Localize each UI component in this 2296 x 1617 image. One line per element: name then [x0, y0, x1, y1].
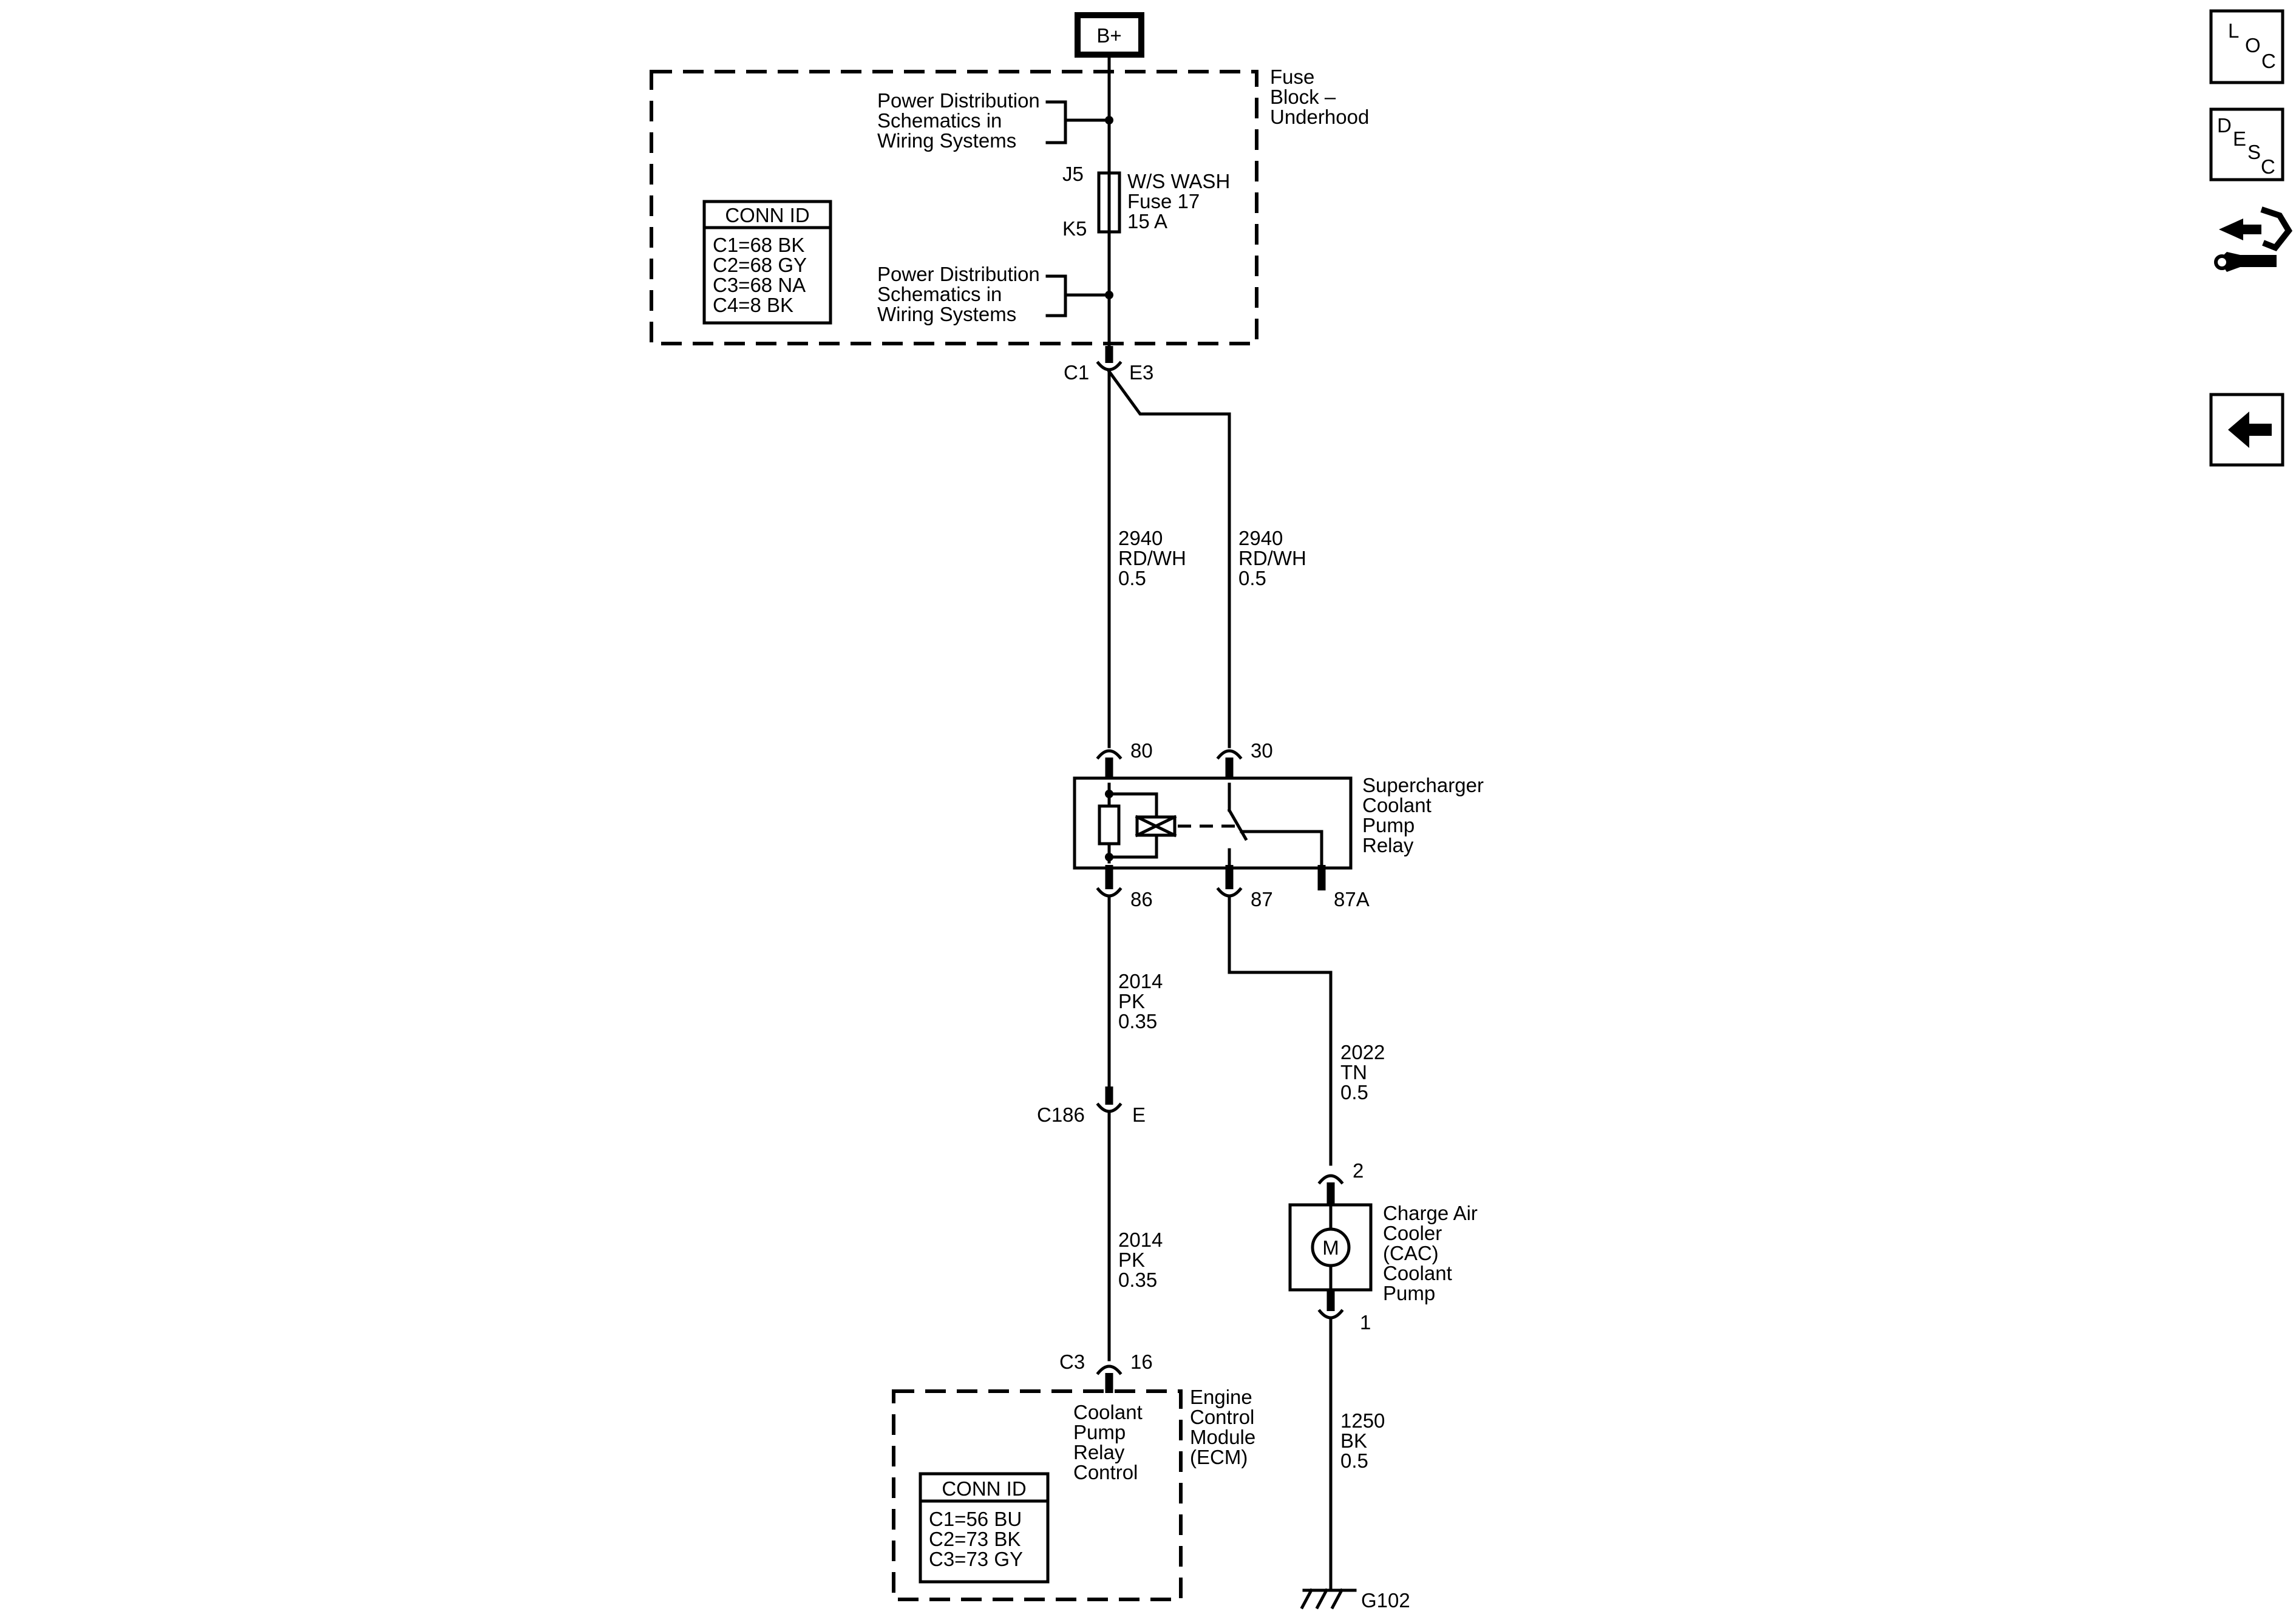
- power-distribution-ref-bottom: Power Distribution Schematics in Wiring …: [877, 263, 1045, 325]
- inline-connector-c186: C186 E: [1037, 1086, 1146, 1126]
- ecm-connector-c3: C3: [1059, 1351, 1085, 1373]
- b-plus-label: B+: [1096, 24, 1121, 47]
- relay-pin-80: 80: [1130, 739, 1153, 762]
- ecm-conn-id-table: CONN ID C1=56 BU C2=73 BK C3=73 GY: [919, 1472, 1050, 1584]
- fuse-ws-wash: J5 K5 W/S WASH Fuse 17 15 A: [1062, 163, 1235, 240]
- c186-pin-e: E: [1132, 1103, 1146, 1126]
- connector-view-icon[interactable]: [2214, 206, 2293, 272]
- back-arrow-icon: [2228, 412, 2272, 448]
- power-source-b-plus: B+: [1075, 12, 1144, 58]
- desc-button[interactable]: D E S C: [2209, 107, 2284, 181]
- ecm-conn-id-rows: C1=56 BU C2=73 BK C3=73 GY: [929, 1508, 1027, 1570]
- pump-pin-2: 2: [1353, 1159, 1364, 1182]
- svg-text:C: C: [2261, 50, 2276, 72]
- ground-g102: G102: [1300, 1588, 1410, 1612]
- relay-pin-30: 30: [1251, 739, 1273, 762]
- supercharger-coolant-pump-relay: 80 30 86 87 87A Supercharger Coolant Pum…: [1073, 739, 1489, 910]
- svg-text:S: S: [2247, 141, 2261, 163]
- fuse-block-outline: [650, 70, 1258, 345]
- wire-2940-right: [1107, 369, 1231, 748]
- charge-air-cooler-coolant-pump: 2 M 1 Charge Air Cooler (CAC) Coolant Pu…: [1288, 1159, 1483, 1334]
- conn-id-title: CONN ID: [725, 204, 809, 226]
- motor-symbol: M: [1322, 1236, 1339, 1259]
- fuse-label: W/S WASH Fuse 17 15 A: [1127, 170, 1235, 232]
- svg-text:L: L: [2228, 19, 2239, 42]
- wire-label-2022: 2022 TN 0.5: [1340, 1041, 1391, 1103]
- ecm-name: Engine Control Module (ECM): [1190, 1386, 1261, 1468]
- fuse-block-name: Fuse Block – Underhood: [1270, 66, 1369, 128]
- connector-e3-pin: E3: [1129, 361, 1153, 384]
- wire-label-2014-upper: 2014 PK 0.35: [1118, 970, 1169, 1032]
- relay-pin-87a: 87A: [1334, 888, 1370, 910]
- fuse-block-underhood: Fuse Block – Underhood Power Distributio…: [650, 53, 1369, 353]
- ecm-pin-16: 16: [1130, 1351, 1153, 1373]
- ecm-conn-id-title: CONN ID: [942, 1477, 1026, 1500]
- fuse-pin-k5: K5: [1062, 217, 1087, 240]
- power-distribution-ref-top: Power Distribution Schematics in Wiring …: [877, 89, 1045, 152]
- engine-control-module: C3 16 Coolant Pump Relay Control Engine …: [892, 1351, 1261, 1601]
- relay-pin-86: 86: [1130, 888, 1153, 910]
- fuse-block-conn-id-table: CONN ID C1=68 BK C2=68 GY C3=68 NA C4=8 …: [702, 200, 832, 325]
- pump-name: Charge Air Cooler (CAC) Coolant Pump: [1383, 1202, 1483, 1304]
- relay-switch-arm: [1227, 808, 1248, 841]
- wire-label-2014-lower: 2014 PK 0.35: [1118, 1229, 1169, 1291]
- svg-text:O: O: [2245, 34, 2261, 56]
- relay-coil-resistor: [1098, 804, 1121, 846]
- wire-2022: [1228, 895, 1333, 1166]
- back-button[interactable]: [2209, 393, 2284, 467]
- relay-name: Supercharger Coolant Pump Relay: [1362, 774, 1489, 856]
- wire-label-2940-right: 2940 RD/WH 0.5: [1238, 527, 1312, 589]
- ecm-circuit-label: Coolant Pump Relay Control: [1073, 1401, 1148, 1483]
- fuse-pin-j5: J5: [1062, 163, 1084, 185]
- loc-button[interactable]: L O C: [2209, 9, 2284, 84]
- svg-text:C: C: [2261, 155, 2275, 178]
- ecm-outline: [892, 1389, 1183, 1601]
- wire-label-2940-left: 2940 RD/WH 0.5: [1118, 527, 1192, 589]
- svg-text:E: E: [2233, 127, 2246, 150]
- wire-label-1250: 1250 BK 0.5: [1340, 1409, 1391, 1472]
- c186-label: C186: [1037, 1103, 1085, 1126]
- svg-text:D: D: [2217, 114, 2232, 137]
- conn-id-rows: C1=68 BK C2=68 GY C3=68 NA C4=8 BK: [713, 234, 812, 316]
- ground-label: G102: [1361, 1589, 1410, 1612]
- connector-c1-label: C1: [1064, 361, 1089, 384]
- relay-pin-87: 87: [1251, 888, 1273, 910]
- motor-icon: [1311, 1227, 1351, 1267]
- connector-c1-e3: C1 E3: [1064, 346, 1153, 384]
- pump-pin-1: 1: [1360, 1311, 1371, 1334]
